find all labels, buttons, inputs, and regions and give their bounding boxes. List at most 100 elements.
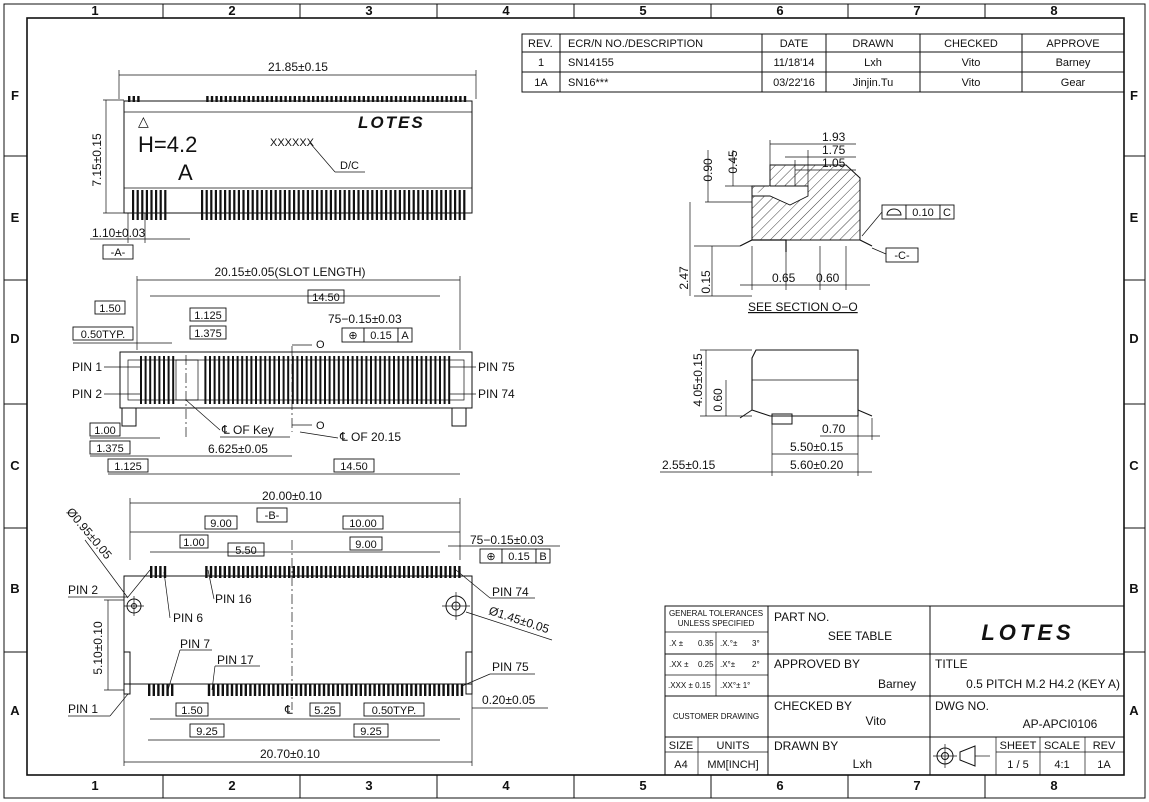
dim-1-93: 1.93 [822,130,846,144]
connector-pin [417,190,420,220]
zone-ticks [4,4,1145,798]
footprint-pad [235,684,238,696]
footprint-pad [207,684,211,696]
connector-pin [242,190,245,220]
footprint-pad [361,566,364,578]
tol-row3-c: .XX°± 1° [720,681,750,690]
footprint-pad [416,566,420,578]
connector-pin [358,96,361,102]
part-no-value: SEE TABLE [828,629,892,643]
footprint-pad [163,566,167,578]
tol-title-2: UNLESS SPECIFIED [678,619,755,628]
section-view: 1.93 1.75 1.05 0.90 0.45 0.10 C -C- 2.47… [677,130,955,314]
pin-1-mid: PIN 1 [72,360,102,374]
dim-1-375-bot: 1.375 [96,443,124,455]
zone-row-C-right: C [1129,458,1139,473]
connector-pin [343,190,346,220]
tol-row2-b: 0.25 [698,660,714,669]
connector-pin [388,356,391,404]
dim-slot-length: 20.15±0.05(SLOT LENGTH) [214,265,365,279]
flatness-symbol [886,208,902,216]
zone-row-F-left: F [11,88,19,103]
connector-pin [408,190,411,220]
rev-row1-rev: 1 [538,57,544,69]
section-body [751,164,861,241]
footprint-pad [212,684,215,696]
connector-pin [297,190,300,220]
footprint-pad [265,566,268,578]
connector-pin [201,190,204,220]
zone-col-3-top: 3 [365,3,372,18]
connector-pin [366,190,369,220]
connector-pin [385,190,388,220]
pin-1-fp: PIN 1 [68,702,98,716]
footprint-pad [150,566,153,578]
dim-0-60-sec: 0.60 [816,271,840,285]
inner-frame [26,17,1125,776]
hole-large [442,592,470,620]
footprint-pad [364,684,367,696]
connector-pin [381,96,384,102]
dim-1-00-mid: 1.00 [94,425,115,437]
side-view: 4.05±0.15 0.60 0.70 5.50±0.15 5.60±0.20 … [660,349,880,476]
footprint-pad [373,684,376,696]
dim-1-50-mid: 1.50 [99,303,120,315]
footprint-pad [345,684,349,696]
connector-pin [256,190,259,220]
connector-pin [307,96,310,102]
footprint-pad [152,684,155,696]
connector-pin [228,190,231,220]
connector-pin [233,190,236,220]
connector-pin [334,190,337,220]
title-value: 0.5 PITCH M.2 H4.2 (KEY A) [966,677,1120,691]
connector-pin [268,356,271,404]
connector-pin [347,356,349,404]
connector-pin [397,356,400,404]
connector-pin [444,190,447,220]
footprint-pad [292,566,295,578]
connector-pin [402,356,405,404]
connector-pin [448,356,451,404]
footprint-pad [223,566,226,578]
footprint-pad [338,566,341,578]
footprint-pad [161,684,165,696]
footprint-pad [244,684,247,696]
connector-pin [222,356,225,404]
pin-75-mid: PIN 75 [478,360,515,374]
connector-pin [247,190,250,220]
footprint-pad [318,684,321,696]
rev-header-approve: APPROVE [1046,38,1099,50]
footprint-pad [295,684,298,696]
size-value: A4 [674,759,687,771]
connector-pin [449,190,452,220]
footprint-pad [299,684,303,696]
connector-pin [158,356,161,404]
approved-value: Barney [878,677,916,691]
fcf-symbol-mid: ⊕ [348,330,357,342]
connector-pin [210,96,214,102]
mark-height: H=4.2 [138,132,197,157]
connector-pin [398,190,401,220]
dim-9-25-left: 9.25 [196,726,217,738]
connector-pin [236,356,239,404]
dim-footprint-width: 20.00±0.10 [262,489,322,503]
footprint-pad [283,566,286,578]
checked-label: CHECKED BY [774,699,852,713]
rev-value: 1A [1097,759,1111,771]
footprint-pad [157,684,160,696]
footprint-pad [228,566,231,578]
connector-pin [385,96,388,102]
top-view: 21.85±0.15 7.15±0.15 1.10±0.03 -A- △ H=4… [90,60,477,260]
footprint-pad [217,684,220,696]
connector-pin [370,356,372,404]
pos-tol-mid: 75−0.15±0.03 [328,312,402,326]
dim-1-375-top: 1.375 [194,328,222,340]
dim-4-05: 4.05±0.15 [691,353,705,407]
connector-pin [367,96,370,102]
connector-pin [220,96,223,102]
footprint-pad [453,566,456,578]
footprint-view: 20.00±0.10 -B- 9.00 10.00 1.00 5.50 9.00… [64,489,560,766]
footprint-pad [334,566,337,578]
footprint-pad [341,684,344,696]
zone-col-5-top: 5 [639,3,646,18]
